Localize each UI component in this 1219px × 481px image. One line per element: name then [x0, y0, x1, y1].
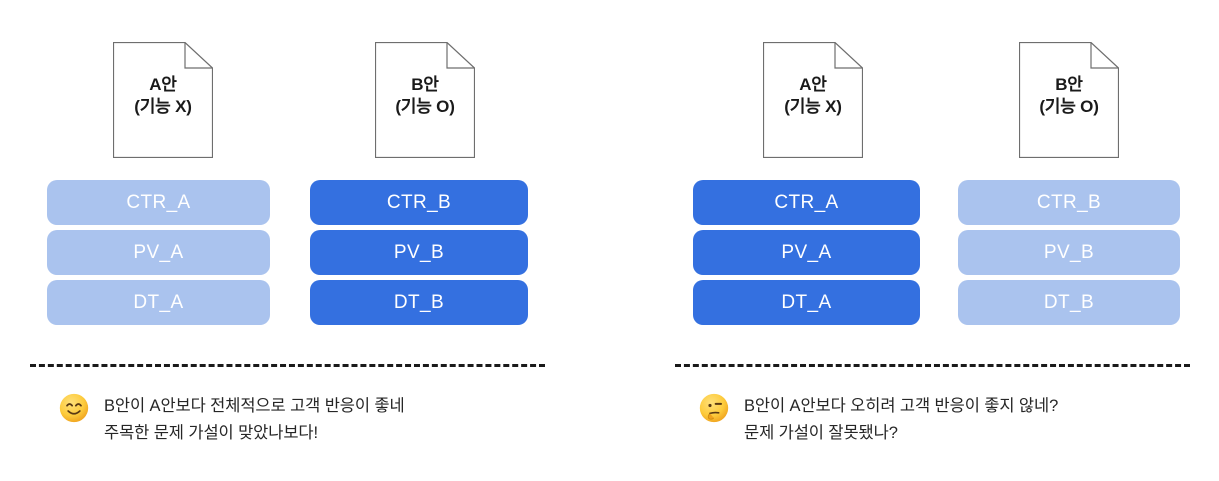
metric-column-a: CTR_A PV_A DT_A	[47, 180, 270, 330]
scenario-panel-left: A안 (기능 X) B안 (기능 O) CTR_A PV_A DT_A CTR_…	[0, 42, 610, 446]
document-label-a: A안 (기능 X)	[784, 75, 842, 116]
section-divider	[30, 364, 545, 367]
document-label-a: A안 (기능 X)	[134, 75, 192, 116]
section-divider	[675, 364, 1190, 367]
metric-column-b: CTR_B PV_B DT_B	[310, 180, 528, 330]
metric-pill-ctr-a: CTR_A	[47, 180, 270, 225]
metric-column-a: CTR_A PV_A DT_A	[693, 180, 920, 330]
metric-pill-dt-a: DT_A	[693, 280, 920, 325]
metric-pill-ctr-a: CTR_A	[693, 180, 920, 225]
smiling-face-icon	[58, 392, 90, 424]
document-label-b: B안 (기능 O)	[1039, 75, 1099, 116]
conclusion-text-right: B안이 A안보다 오히려 고객 반응이 좋지 않네? 문제 가설이 잘못됐나?	[744, 397, 1059, 442]
document-row-right: A안 (기능 X) B안 (기능 O)	[630, 42, 1219, 160]
metric-pill-dt-b: DT_B	[958, 280, 1180, 325]
conclusion-caption-left: B안이 A안보다 전체적으로 고객 반응이 좋네 주목한 문제 가설이 맞았나보…	[58, 392, 578, 446]
conclusion-caption-right: B안이 A안보다 오히려 고객 반응이 좋지 않네? 문제 가설이 잘못됐나?	[698, 392, 1208, 446]
document-row-left: A안 (기능 X) B안 (기능 O)	[0, 42, 610, 160]
metric-pill-pv-a: PV_A	[693, 230, 920, 275]
document-card-b: B안 (기능 O)	[375, 42, 475, 158]
metric-pill-pv-a: PV_A	[47, 230, 270, 275]
scenario-panel-right: A안 (기능 X) B안 (기능 O) CTR_A PV_A DT_A CTR_…	[630, 0, 1219, 481]
metric-pill-dt-a: DT_A	[47, 280, 270, 325]
metric-column-b: CTR_B PV_B DT_B	[958, 180, 1180, 330]
document-card-a: A안 (기능 X)	[763, 42, 863, 158]
metric-pill-ctr-b: CTR_B	[310, 180, 528, 225]
metric-pill-pv-b: PV_B	[310, 230, 528, 275]
thinking-face-icon	[698, 392, 730, 424]
metric-pill-pv-b: PV_B	[958, 230, 1180, 275]
metric-pill-dt-b: DT_B	[310, 280, 528, 325]
document-label-b: B안 (기능 O)	[395, 75, 455, 116]
document-card-a: A안 (기능 X)	[113, 42, 213, 158]
document-card-b: B안 (기능 O)	[1019, 42, 1119, 158]
conclusion-text-left: B안이 A안보다 전체적으로 고객 반응이 좋네 주목한 문제 가설이 맞았나보…	[104, 397, 405, 442]
metric-pill-ctr-b: CTR_B	[958, 180, 1180, 225]
